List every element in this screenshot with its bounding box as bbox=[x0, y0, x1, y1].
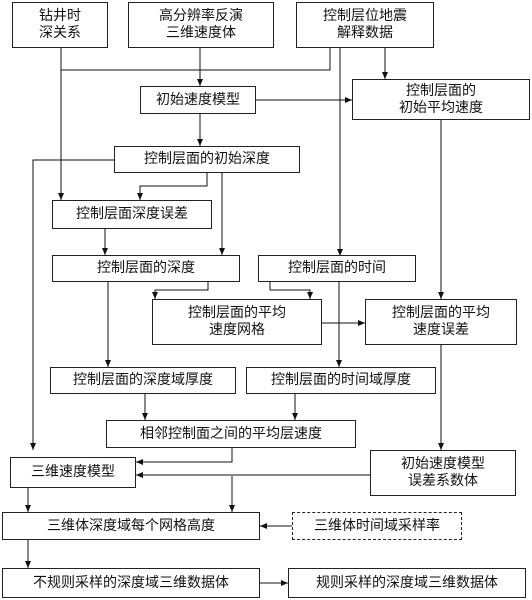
node-text: 速度网格 bbox=[209, 322, 265, 338]
node-text: 控制层面的时间 bbox=[288, 260, 386, 276]
node-hires-inversion-velocity: 高分辨率反演 三维速度体 bbox=[128, 2, 274, 48]
node-well-time-depth: 钻井时 深关系 bbox=[12, 2, 108, 48]
node-text: 误差系数体 bbox=[408, 473, 478, 489]
node-text: 控制层面的深度域厚度 bbox=[73, 372, 213, 388]
node-initial-velocity-model: 初始速度模型 bbox=[140, 86, 256, 114]
node-error-coefficient-volume: 初始速度模型 误差系数体 bbox=[370, 450, 516, 496]
node-horizon-time: 控制层面的时间 bbox=[258, 255, 416, 282]
node-text: 规则采样的深度域三维数据体 bbox=[316, 574, 498, 591]
node-text: 钻井时 bbox=[39, 8, 81, 24]
node-depth-error: 控制层面深度误差 bbox=[52, 200, 212, 229]
node-text: 初始平均速度 bbox=[399, 99, 483, 116]
node-3d-velocity-model: 三维速度模型 bbox=[10, 457, 136, 488]
node-text: 控制层面的平均 bbox=[188, 305, 286, 321]
connector bbox=[137, 173, 208, 200]
node-text: 三维体深度域每个网格高度 bbox=[47, 517, 215, 534]
node-text: 速度误差 bbox=[413, 322, 469, 338]
node-text: 深关系 bbox=[39, 25, 81, 41]
node-text: 不规则采样的深度域三维数据体 bbox=[33, 574, 229, 591]
node-interval-velocity: 相邻控制面之间的平均层速度 bbox=[106, 420, 356, 448]
node-regular-depth-volume: 规则采样的深度域三维数据体 bbox=[288, 568, 526, 598]
node-text: 控制层面的平均 bbox=[392, 305, 490, 321]
node-text: 控制层面的初始深度 bbox=[144, 151, 270, 167]
node-text: 高分辨率反演 bbox=[159, 8, 243, 24]
node-average-velocity-error: 控制层面的平均 速度误差 bbox=[365, 299, 517, 345]
connector bbox=[152, 282, 209, 299]
node-text: 初始速度模型 bbox=[401, 456, 485, 472]
node-text: 控制层面的时间域厚度 bbox=[271, 372, 411, 388]
node-seismic-interpretation: 控制层位地震 解释数据 bbox=[296, 2, 434, 48]
node-text: 解释数据 bbox=[337, 25, 393, 41]
node-text: 相邻控制面之间的平均层速度 bbox=[140, 425, 322, 442]
node-horizon-depth: 控制层面的深度 bbox=[52, 255, 240, 282]
connector bbox=[60, 48, 331, 71]
node-text: 控制层面深度误差 bbox=[76, 206, 188, 222]
node-text: 三维速度模型 bbox=[31, 464, 115, 480]
connector bbox=[30, 159, 114, 450]
node-irregular-depth-volume: 不规则采样的深度域三维数据体 bbox=[2, 568, 260, 598]
node-text: 三维体时间域采样率 bbox=[314, 517, 440, 534]
connector bbox=[269, 282, 313, 299]
node-average-velocity-grid: 控制层面的平均 速度网格 bbox=[152, 299, 322, 345]
node-depth-domain-thickness: 控制层面的深度域厚度 bbox=[50, 367, 236, 394]
node-text: 初始速度模型 bbox=[156, 91, 240, 108]
node-text: 控制层位地震 bbox=[323, 8, 407, 24]
node-initial-depth: 控制层面的初始深度 bbox=[114, 146, 300, 173]
node-initial-average-velocity: 控制层面的 初始平均速度 bbox=[352, 79, 530, 120]
node-time-sample-rate: 三维体时间域采样率 bbox=[292, 512, 462, 540]
node-time-domain-thickness: 控制层面的时间域厚度 bbox=[246, 367, 436, 394]
node-text: 控制层面的深度 bbox=[97, 260, 195, 276]
node-text: 控制层面的 bbox=[406, 82, 476, 99]
node-grid-cell-height: 三维体深度域每个网格高度 bbox=[2, 512, 260, 540]
node-text: 三维速度体 bbox=[166, 25, 236, 41]
connector bbox=[136, 448, 233, 465]
